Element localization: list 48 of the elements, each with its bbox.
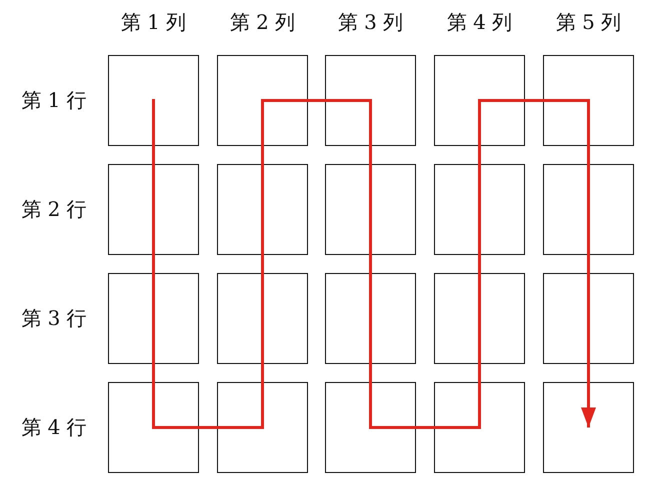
route-line [261, 99, 264, 211]
route-line [152, 426, 264, 429]
grid-cell [217, 382, 308, 473]
grid-cell [217, 164, 308, 255]
route-line [369, 426, 481, 429]
route-line [478, 317, 481, 429]
route-line [478, 99, 590, 102]
route-line [369, 317, 372, 429]
grid-cell [434, 55, 525, 146]
grid-cell [325, 55, 416, 146]
row-label: 第 2 行 [21, 197, 87, 221]
grid-cell [543, 382, 634, 473]
column-header: 第 5 列 [556, 10, 622, 34]
route-line [152, 208, 155, 320]
column-header: 第 3 列 [338, 10, 404, 34]
grid-cell [108, 382, 199, 473]
route-line [587, 99, 590, 211]
grid-cell [543, 164, 634, 255]
column-header: 第 2 列 [230, 10, 296, 34]
row-label: 第 4 行 [21, 415, 87, 439]
grid-cell [434, 273, 525, 364]
grid-cell [325, 382, 416, 473]
route-line [587, 208, 590, 320]
grid-cell [543, 273, 634, 364]
route-line [369, 208, 372, 320]
grid-cell [434, 164, 525, 255]
grid-cell [217, 55, 308, 146]
route-line [261, 99, 372, 102]
route-line [261, 208, 264, 320]
route-line [478, 208, 481, 320]
route-line [261, 317, 264, 429]
grid-cell [108, 164, 199, 255]
grid-cell [434, 382, 525, 473]
column-header: 第 1 列 [120, 10, 186, 34]
route-line [152, 317, 155, 429]
route-line [369, 99, 372, 211]
row-label: 第 1 行 [21, 88, 87, 112]
column-header: 第 4 列 [446, 10, 512, 34]
grid-cell [543, 55, 634, 146]
row-label: 第 3 行 [21, 306, 87, 330]
grid-cell [217, 273, 308, 364]
route-line [152, 99, 155, 211]
grid-cell [108, 273, 199, 364]
route-line [478, 99, 481, 211]
route-arrow [581, 318, 596, 428]
grid-cell [325, 164, 416, 255]
grid-cell [325, 273, 416, 364]
grid-cell [108, 55, 199, 146]
